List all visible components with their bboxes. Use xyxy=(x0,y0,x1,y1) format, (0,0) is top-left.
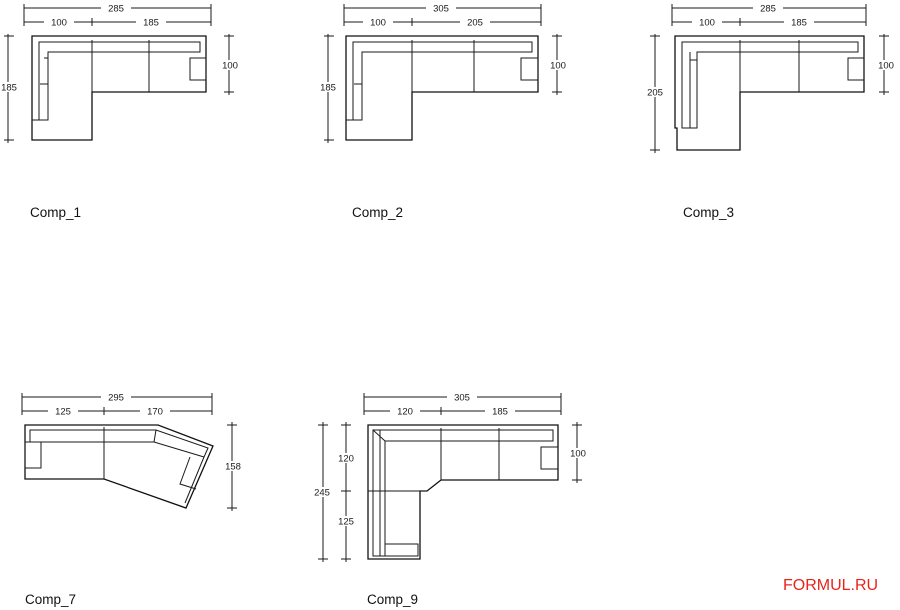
sofa-outline xyxy=(367,424,559,560)
dim-seg-left: 100 xyxy=(699,18,715,29)
dim-seg-right: 185 xyxy=(143,18,159,29)
dim-depth-right: 158 xyxy=(225,462,241,473)
sofa-outline xyxy=(31,35,207,141)
caption: Comp_1 xyxy=(30,205,81,220)
dim-total-width: 285 xyxy=(760,4,776,15)
dim-depth-total: 245 xyxy=(314,488,330,499)
dim-depth-left: 205 xyxy=(647,88,663,99)
dim-total-width: 305 xyxy=(433,4,449,15)
dim-seg-left: 125 xyxy=(55,407,71,418)
dim-seg-right: 185 xyxy=(492,407,508,418)
composition-2: 305 100 205 185 100 Comp_2 xyxy=(316,3,569,220)
composition-9: 305 120 185 245 120 125 100 Comp_9 xyxy=(311,392,588,607)
dim-depth-lower: 125 xyxy=(338,517,354,528)
dim-depth-right: 100 xyxy=(222,61,238,72)
dim-depth-left: 185 xyxy=(1,83,17,94)
composition-1: 285 100 185 185 100 Comp_1 xyxy=(0,3,241,220)
dim-lines xyxy=(318,393,582,562)
composition-7: 295 125 170 158 Comp_7 xyxy=(21,392,245,607)
dim-depth-right: 100 xyxy=(878,61,894,72)
caption: Comp_2 xyxy=(352,205,403,220)
dim-total-width: 285 xyxy=(108,4,124,15)
dim-depth-left: 185 xyxy=(320,83,336,94)
dim-depth-right: 100 xyxy=(550,61,566,72)
dim-depth-upper: 120 xyxy=(338,454,354,465)
dim-seg-right: 185 xyxy=(791,18,807,29)
dim-seg-left: 100 xyxy=(51,18,67,29)
sofa-outline xyxy=(345,35,539,141)
composition-3: 285 100 185 205 100 Comp_3 xyxy=(643,3,896,220)
sofa-outline xyxy=(24,424,214,509)
dim-seg-right: 170 xyxy=(147,407,163,418)
dim-seg-left: 120 xyxy=(397,407,413,418)
dim-lines xyxy=(650,4,889,153)
dim-depth-right: 100 xyxy=(570,449,586,460)
caption: Comp_7 xyxy=(25,592,76,607)
sofa-outline xyxy=(674,35,865,151)
caption: Comp_9 xyxy=(367,592,418,607)
brand-watermark: FORMUL.RU xyxy=(783,577,878,594)
caption: Comp_3 xyxy=(683,205,734,220)
dim-total-width: 295 xyxy=(108,393,124,404)
dim-total-width: 305 xyxy=(454,393,470,404)
dim-lines xyxy=(324,4,562,143)
dim-seg-left: 100 xyxy=(370,18,386,29)
dim-seg-right: 205 xyxy=(467,18,483,29)
